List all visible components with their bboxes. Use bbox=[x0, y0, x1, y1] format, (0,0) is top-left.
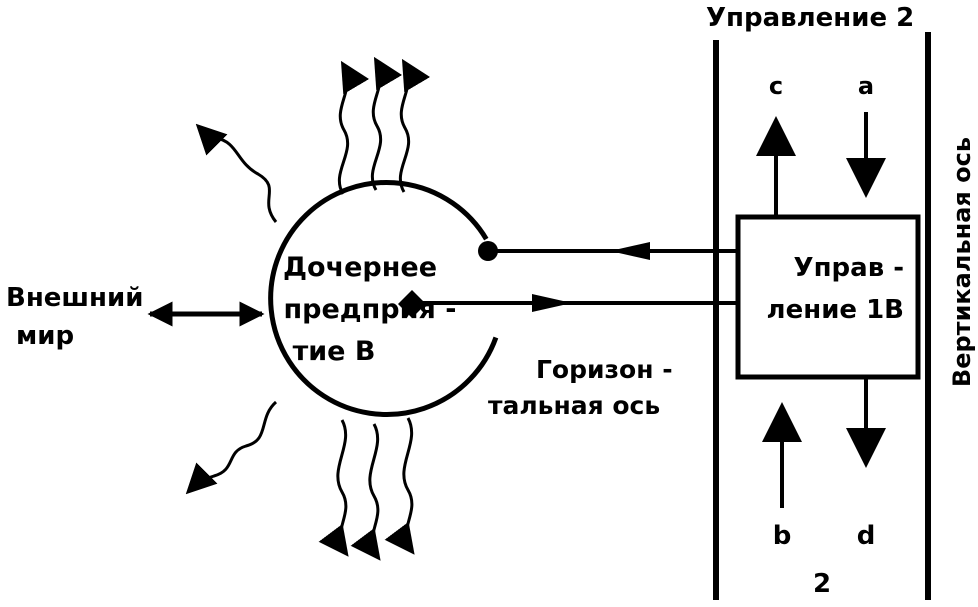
wavy-arrow-top-1 bbox=[337, 60, 370, 195]
wavy-arrow-bottom-3 bbox=[384, 417, 415, 555]
connector-dot bbox=[478, 241, 498, 261]
external-world-label-line2: мир bbox=[16, 321, 74, 351]
vertical-axis-label: Вертикальная ось bbox=[948, 137, 976, 387]
subsidiary-label-line1: Дочернее bbox=[283, 252, 437, 283]
external-world-label-line1: Внешний bbox=[6, 283, 143, 313]
subsidiary-circle bbox=[268, 180, 499, 417]
wavy-arrow-bottom-2 bbox=[350, 423, 381, 561]
wavy-arrow-bottom-1 bbox=[318, 419, 349, 557]
control-arrow-right bbox=[532, 294, 572, 312]
flow-b-label: b bbox=[773, 521, 792, 551]
subsidiary-label-line3: тие В bbox=[293, 336, 376, 367]
management-1b-label-line2: ление 1В bbox=[767, 295, 904, 325]
wavy-arrow-top-3 bbox=[398, 58, 431, 193]
subsidiary-label-line2: предприя - bbox=[284, 294, 457, 325]
horizontal-axis-label-line2: тальная ось bbox=[488, 391, 660, 420]
flow-a-label: а bbox=[858, 72, 874, 100]
management-2-title: Управление 2 bbox=[706, 3, 914, 33]
wavy-arrow-top-2 bbox=[370, 56, 403, 191]
wavy-arrow-upper-left bbox=[195, 123, 278, 223]
wavy-arrow-lower-left bbox=[185, 400, 278, 495]
horizontal-axis-label-line1: Горизон - bbox=[536, 355, 673, 384]
management-1b-label-line1: Управ - bbox=[794, 253, 904, 283]
bottom-number: 2 bbox=[813, 569, 831, 599]
flow-d-label: d bbox=[857, 521, 876, 551]
flow-c-label: с bbox=[769, 72, 783, 100]
management-1b-box bbox=[735, 214, 921, 380]
control-arrow-left bbox=[610, 242, 650, 260]
connector-diamond bbox=[398, 290, 426, 318]
